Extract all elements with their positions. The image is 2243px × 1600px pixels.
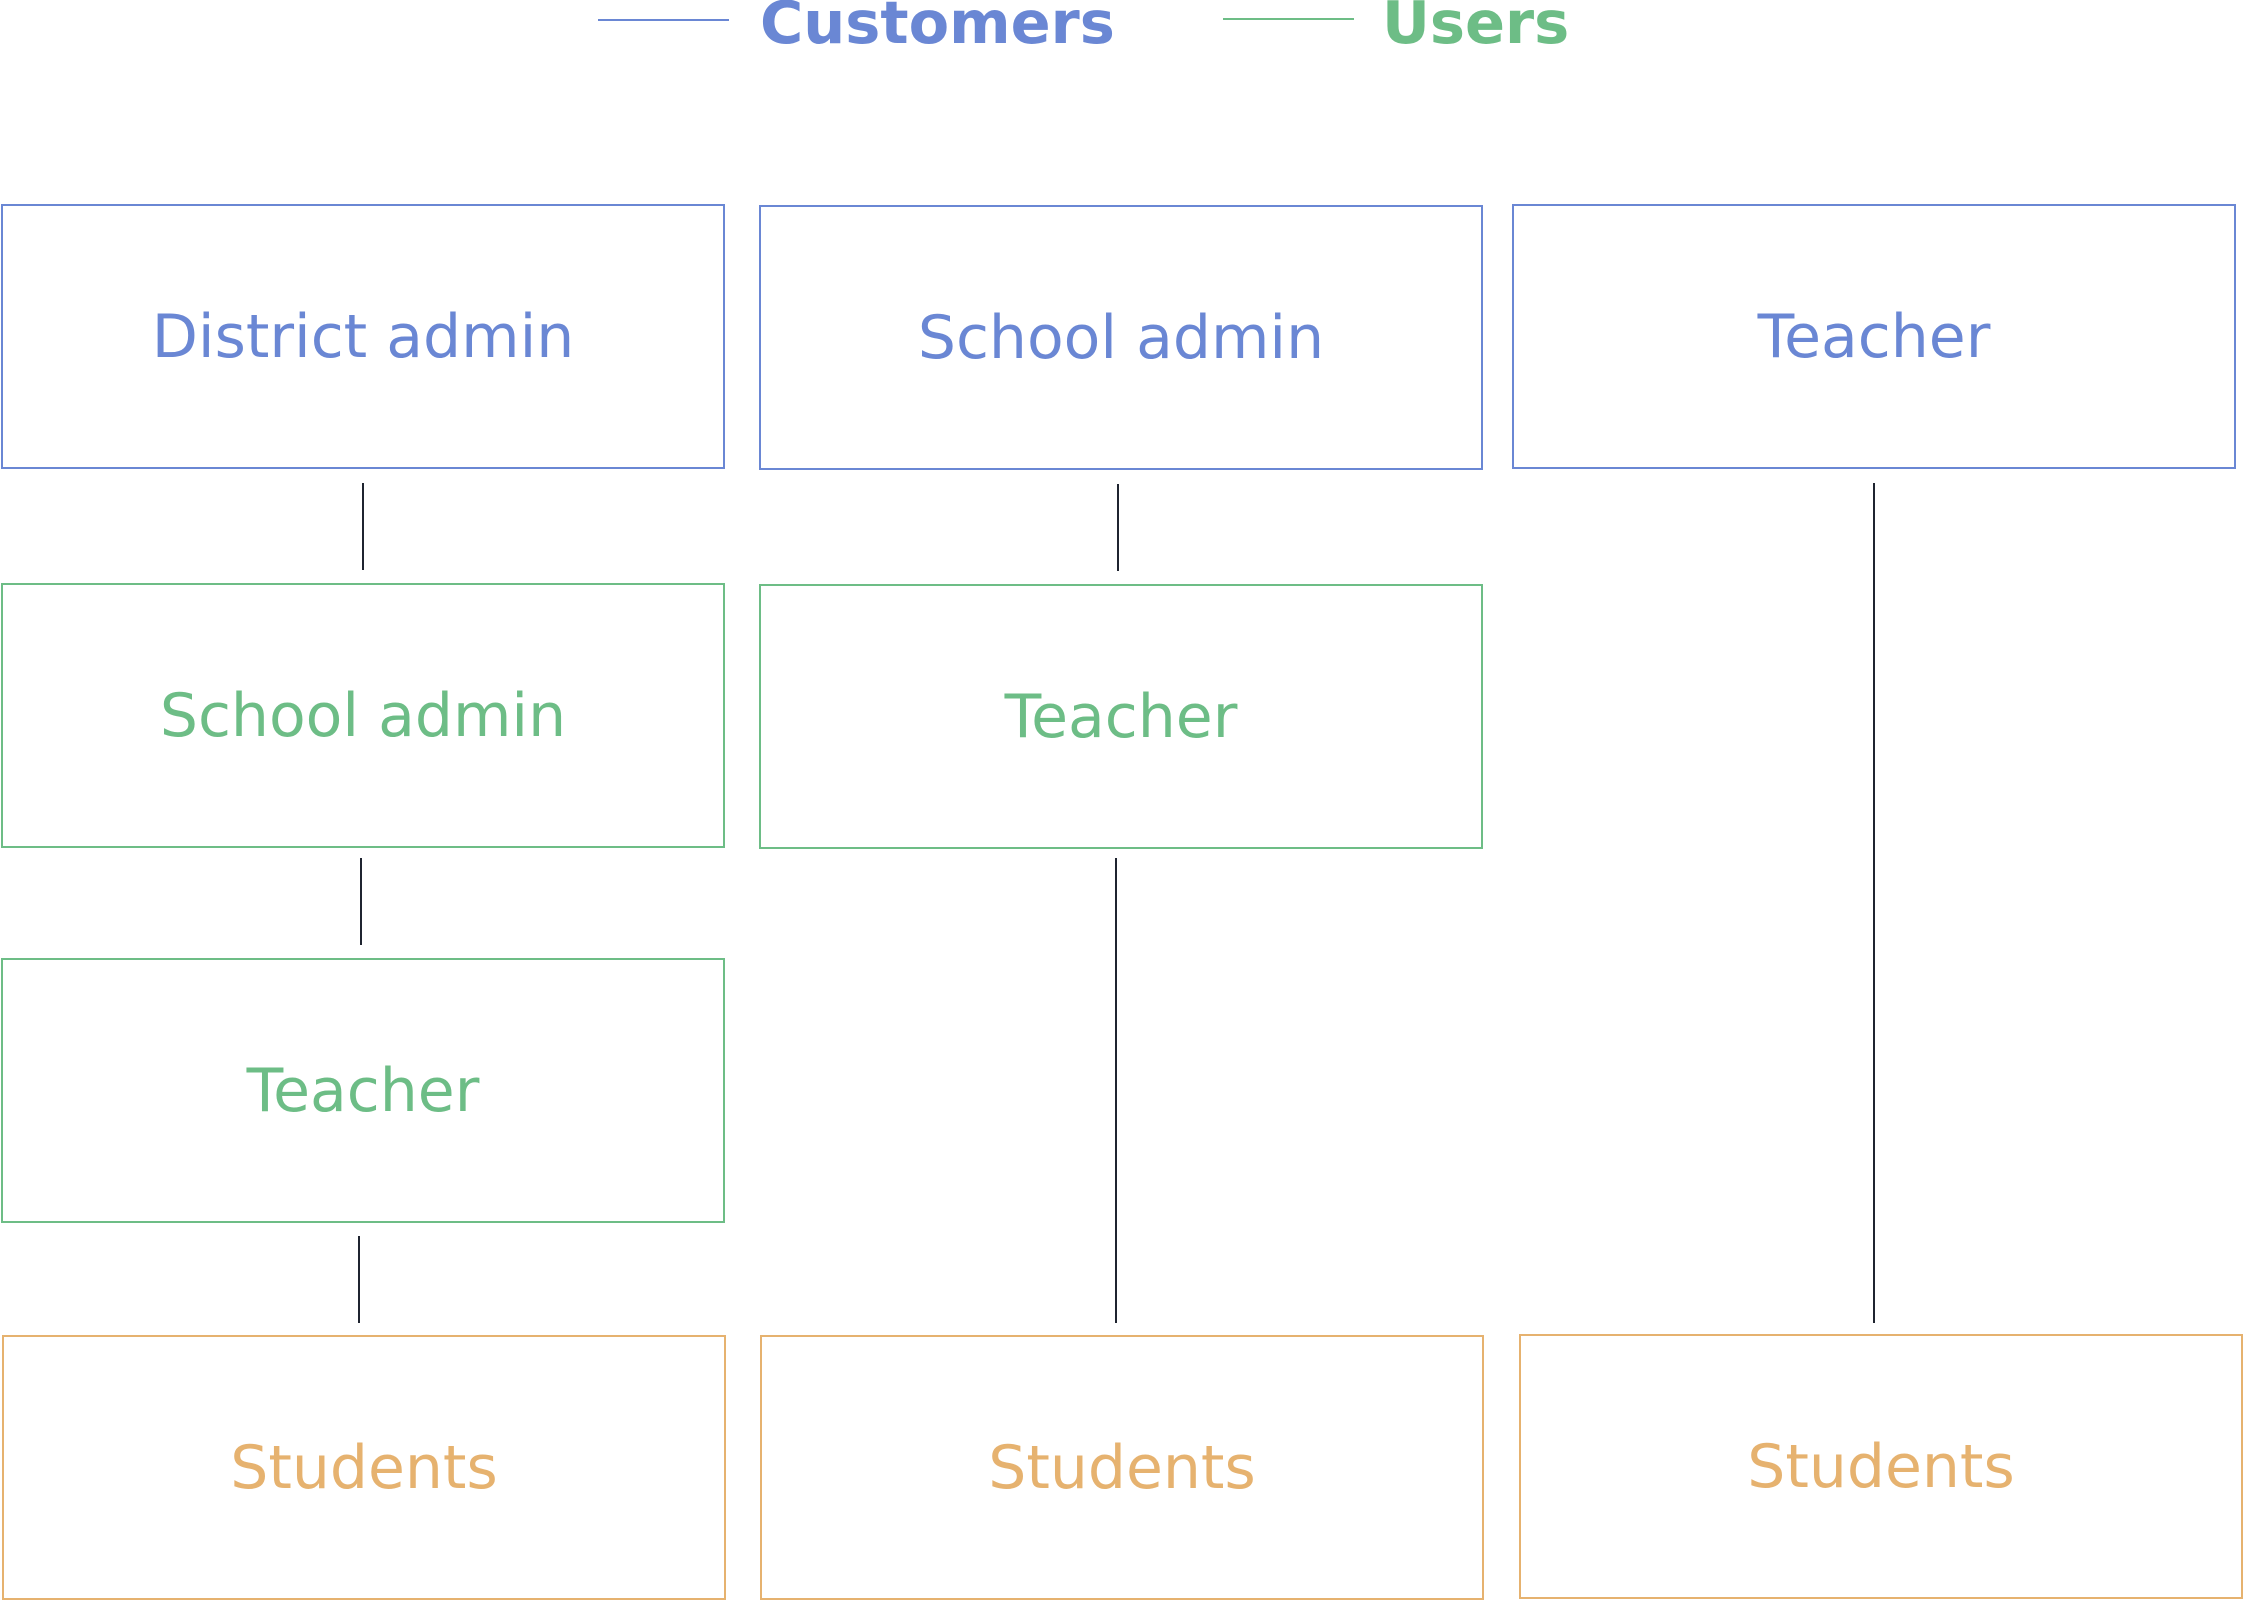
- students-label: Students: [230, 1432, 498, 1503]
- connector-line: [358, 1236, 360, 1323]
- school-admin-label: School admin: [159, 680, 567, 751]
- students-box: Students: [760, 1335, 1484, 1600]
- school-admin-box: School admin: [1, 583, 725, 848]
- legend-customers-label: Customers: [760, 0, 1115, 57]
- teacher-box: Teacher: [1, 958, 725, 1223]
- students-box: Students: [1519, 1334, 2243, 1599]
- district-admin-box: District admin: [1, 204, 725, 469]
- students-label: Students: [1747, 1431, 2015, 1502]
- teacher-box: Teacher: [1512, 204, 2236, 469]
- connector-line: [1117, 484, 1119, 571]
- teacher-box: Teacher: [759, 584, 1483, 849]
- teacher-label: Teacher: [1004, 681, 1238, 752]
- connector-line: [1115, 858, 1117, 1323]
- connector-line: [362, 483, 364, 570]
- district-admin-label: District admin: [151, 301, 575, 372]
- legend-customers-line: [598, 19, 729, 21]
- teacher-label: Teacher: [1757, 301, 1991, 372]
- connector-line: [360, 858, 362, 945]
- legend-users-label: Users: [1382, 0, 1570, 57]
- connector-line: [1873, 483, 1875, 1323]
- teacher-label: Teacher: [246, 1055, 480, 1126]
- legend-users-line: [1223, 18, 1354, 20]
- students-label: Students: [988, 1432, 1256, 1503]
- school-admin-label: School admin: [917, 302, 1325, 373]
- school-admin-box: School admin: [759, 205, 1483, 470]
- students-box: Students: [2, 1335, 726, 1600]
